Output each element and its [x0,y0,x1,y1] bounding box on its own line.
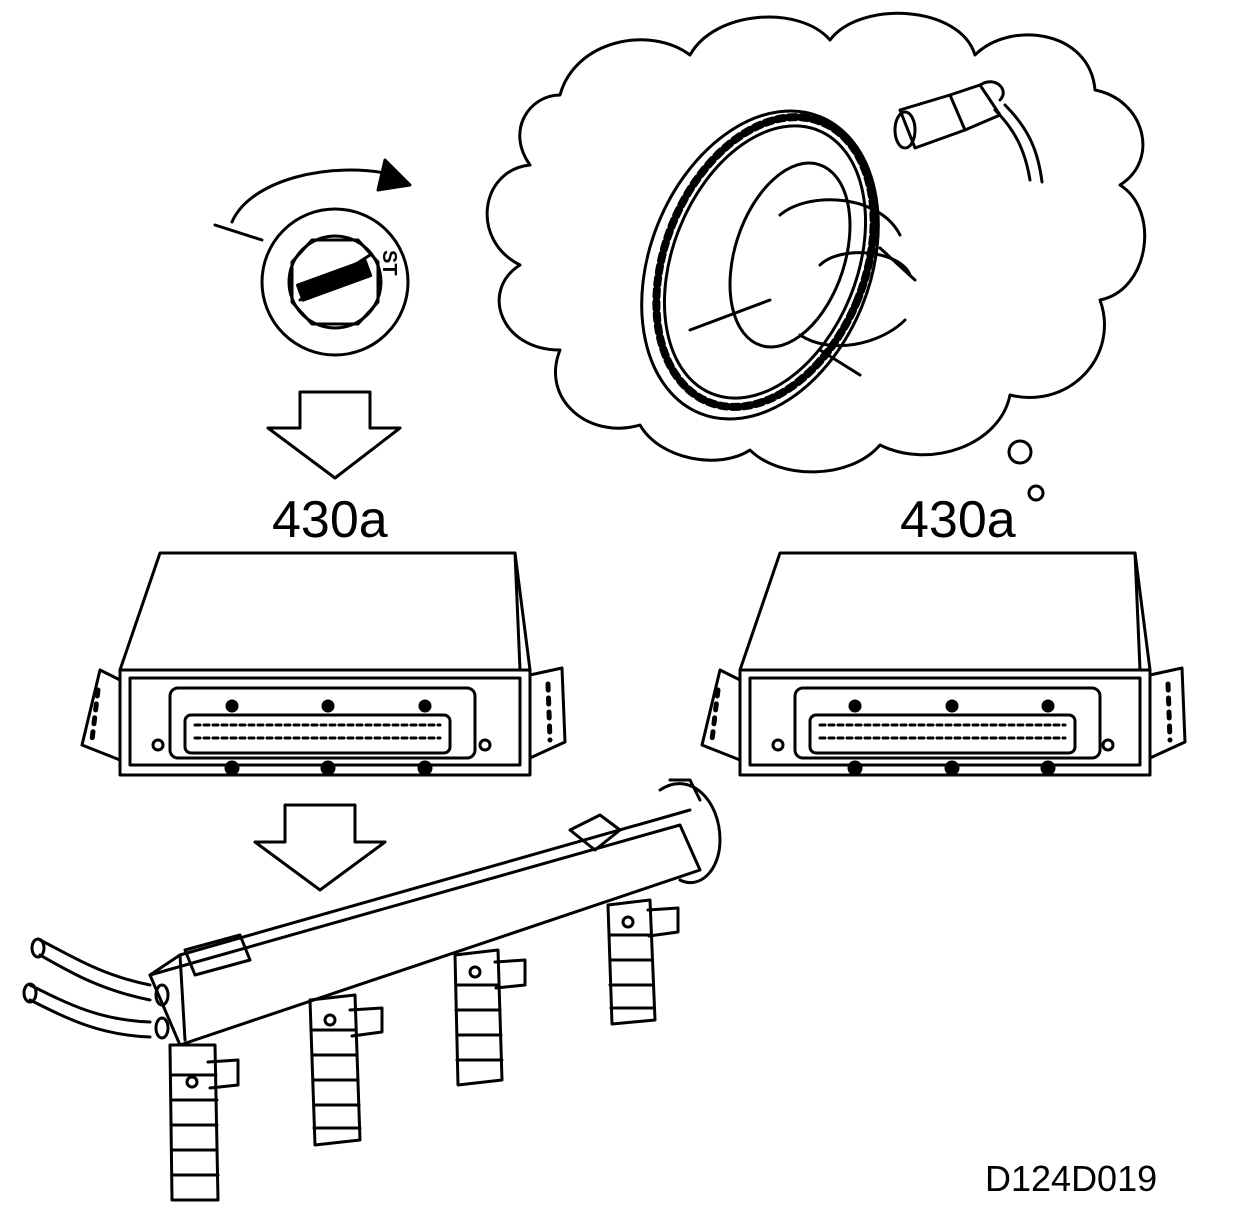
ecu-label-right: 430a [900,491,1016,549]
ecu-label-left: 430a [272,491,388,549]
fuel-injector-3 [453,948,527,1087]
flow-arrow-icon [266,390,402,480]
flow-arrow-icon [253,803,387,892]
fuel-injector-1 [168,1043,240,1202]
fuel-rail-icon [22,778,722,1047]
fuel-injector-4 [606,898,680,1026]
flywheel-icon [640,109,917,421]
ignition-switch-icon [213,158,412,357]
thought-cloud [485,11,1147,502]
crank-sensor-icon [893,80,1044,184]
figure-id: D124D019 [985,1158,1158,1199]
ecu-left [80,551,567,777]
ignition-position-label: ST [378,250,400,276]
fuel-injector-2 [308,993,384,1147]
ecu-right [700,551,1187,777]
